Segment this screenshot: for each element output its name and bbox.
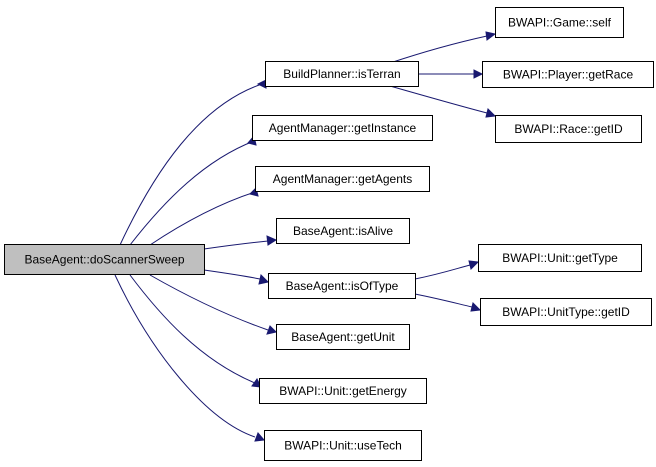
node-unitTypeGetID-box [480,298,652,326]
node-useTech-label: BWAPI::Unit::useTech [284,439,402,453]
node-isOfType[interactable]: BaseAgent::isOfType [268,273,416,299]
node-isOfType-label: BaseAgent::isOfType [286,279,399,293]
edge-isOfType-to-unitTypeGetID [414,293,473,308]
node-getType[interactable]: BWAPI::Unit::getType [478,244,642,272]
edge-isTerran-to-raceGetID [389,85,488,114]
node-isAlive-label: BaseAgent::isAlive [293,224,393,238]
node-gameSelf-label: BWAPI::Game::self [508,16,612,30]
node-root-doScannerSweep[interactable]: BaseAgent::doScannerSweep [4,244,205,275]
arrowhead-gameSelf [485,31,497,41]
node-getEnergy[interactable]: BWAPI::Unit::getEnergy [259,378,427,404]
arrowhead-getUnit [266,325,277,335]
node-gameSelf-box [495,7,624,38]
node-root-label: BaseAgent::doScannerSweep [24,253,184,267]
node-isAlive-box [276,218,410,244]
node-isTerran-box [265,61,419,87]
node-unitTypeGetID[interactable]: BWAPI::UnitType::getID [480,298,652,326]
node-root-box [4,244,205,275]
node-getRace[interactable]: BWAPI::Player::getRace [482,61,654,88]
node-gameSelf[interactable]: BWAPI::Game::self [495,7,624,38]
node-getType-label: BWAPI::Unit::getType [502,251,618,265]
node-getEnergy-box [259,378,427,404]
edge-root-to-getInstance [129,140,255,246]
arrowhead-unitTypeGetID [470,302,482,312]
edges-layer [114,31,497,442]
edge-isOfType-to-getType [414,264,471,280]
node-getUnit-box [276,324,410,350]
node-getEnergy-label: BWAPI::Unit::getEnergy [279,384,407,398]
node-raceGetID[interactable]: BWAPI::Race::getID [495,115,642,143]
node-getRace-box [482,61,654,88]
node-getAgents[interactable]: AgentManager::getAgents [255,166,430,192]
node-getType-box [478,244,642,272]
arrowhead-getRace [473,69,484,79]
node-getRace-label: BWAPI::Player::getRace [503,68,634,82]
edge-isTerran-to-gameSelf [389,35,488,64]
edge-root-to-getEnergy [129,274,256,384]
edge-root-to-isTerran [119,83,263,246]
node-isTerran[interactable]: BuildPlanner::isTerran [265,61,419,87]
arrowhead-isTerran [256,79,267,89]
arrowhead-isOfType [258,274,269,285]
arrowhead-getType [468,260,480,270]
node-raceGetID-label: BWAPI::Race::getID [514,122,623,136]
edge-root-to-isOfType [203,269,261,280]
node-unitTypeGetID-label: BWAPI::UnitType::getID [502,305,630,319]
edge-root-to-getUnit [149,274,269,331]
edge-root-to-useTech [114,274,256,438]
edge-root-to-isAlive [203,240,269,250]
node-isTerran-label: BuildPlanner::isTerran [283,67,400,81]
node-useTech-box [264,430,422,461]
node-isAlive[interactable]: BaseAgent::isAlive [276,218,410,244]
arrowhead-useTech [254,432,265,442]
node-getUnit-label: BaseAgent::getUnit [291,330,395,344]
node-getInstance[interactable]: AgentManager::getInstance [252,115,433,141]
nodes-layer: BaseAgent::doScannerSweep BuildPlanner::… [4,7,654,461]
arrowhead-isAlive [266,235,278,246]
arrowhead-raceGetID [485,108,497,118]
node-getInstance-box [252,115,433,141]
node-getInstance-label: AgentManager::getInstance [269,121,417,135]
node-useTech[interactable]: BWAPI::Unit::useTech [264,430,422,461]
edge-root-to-getAgents [149,191,256,246]
node-isOfType-box [268,273,416,299]
node-getAgents-label: AgentManager::getAgents [273,172,412,186]
node-getUnit[interactable]: BaseAgent::getUnit [276,324,410,350]
node-getAgents-box [255,166,430,192]
node-raceGetID-box [495,115,642,143]
